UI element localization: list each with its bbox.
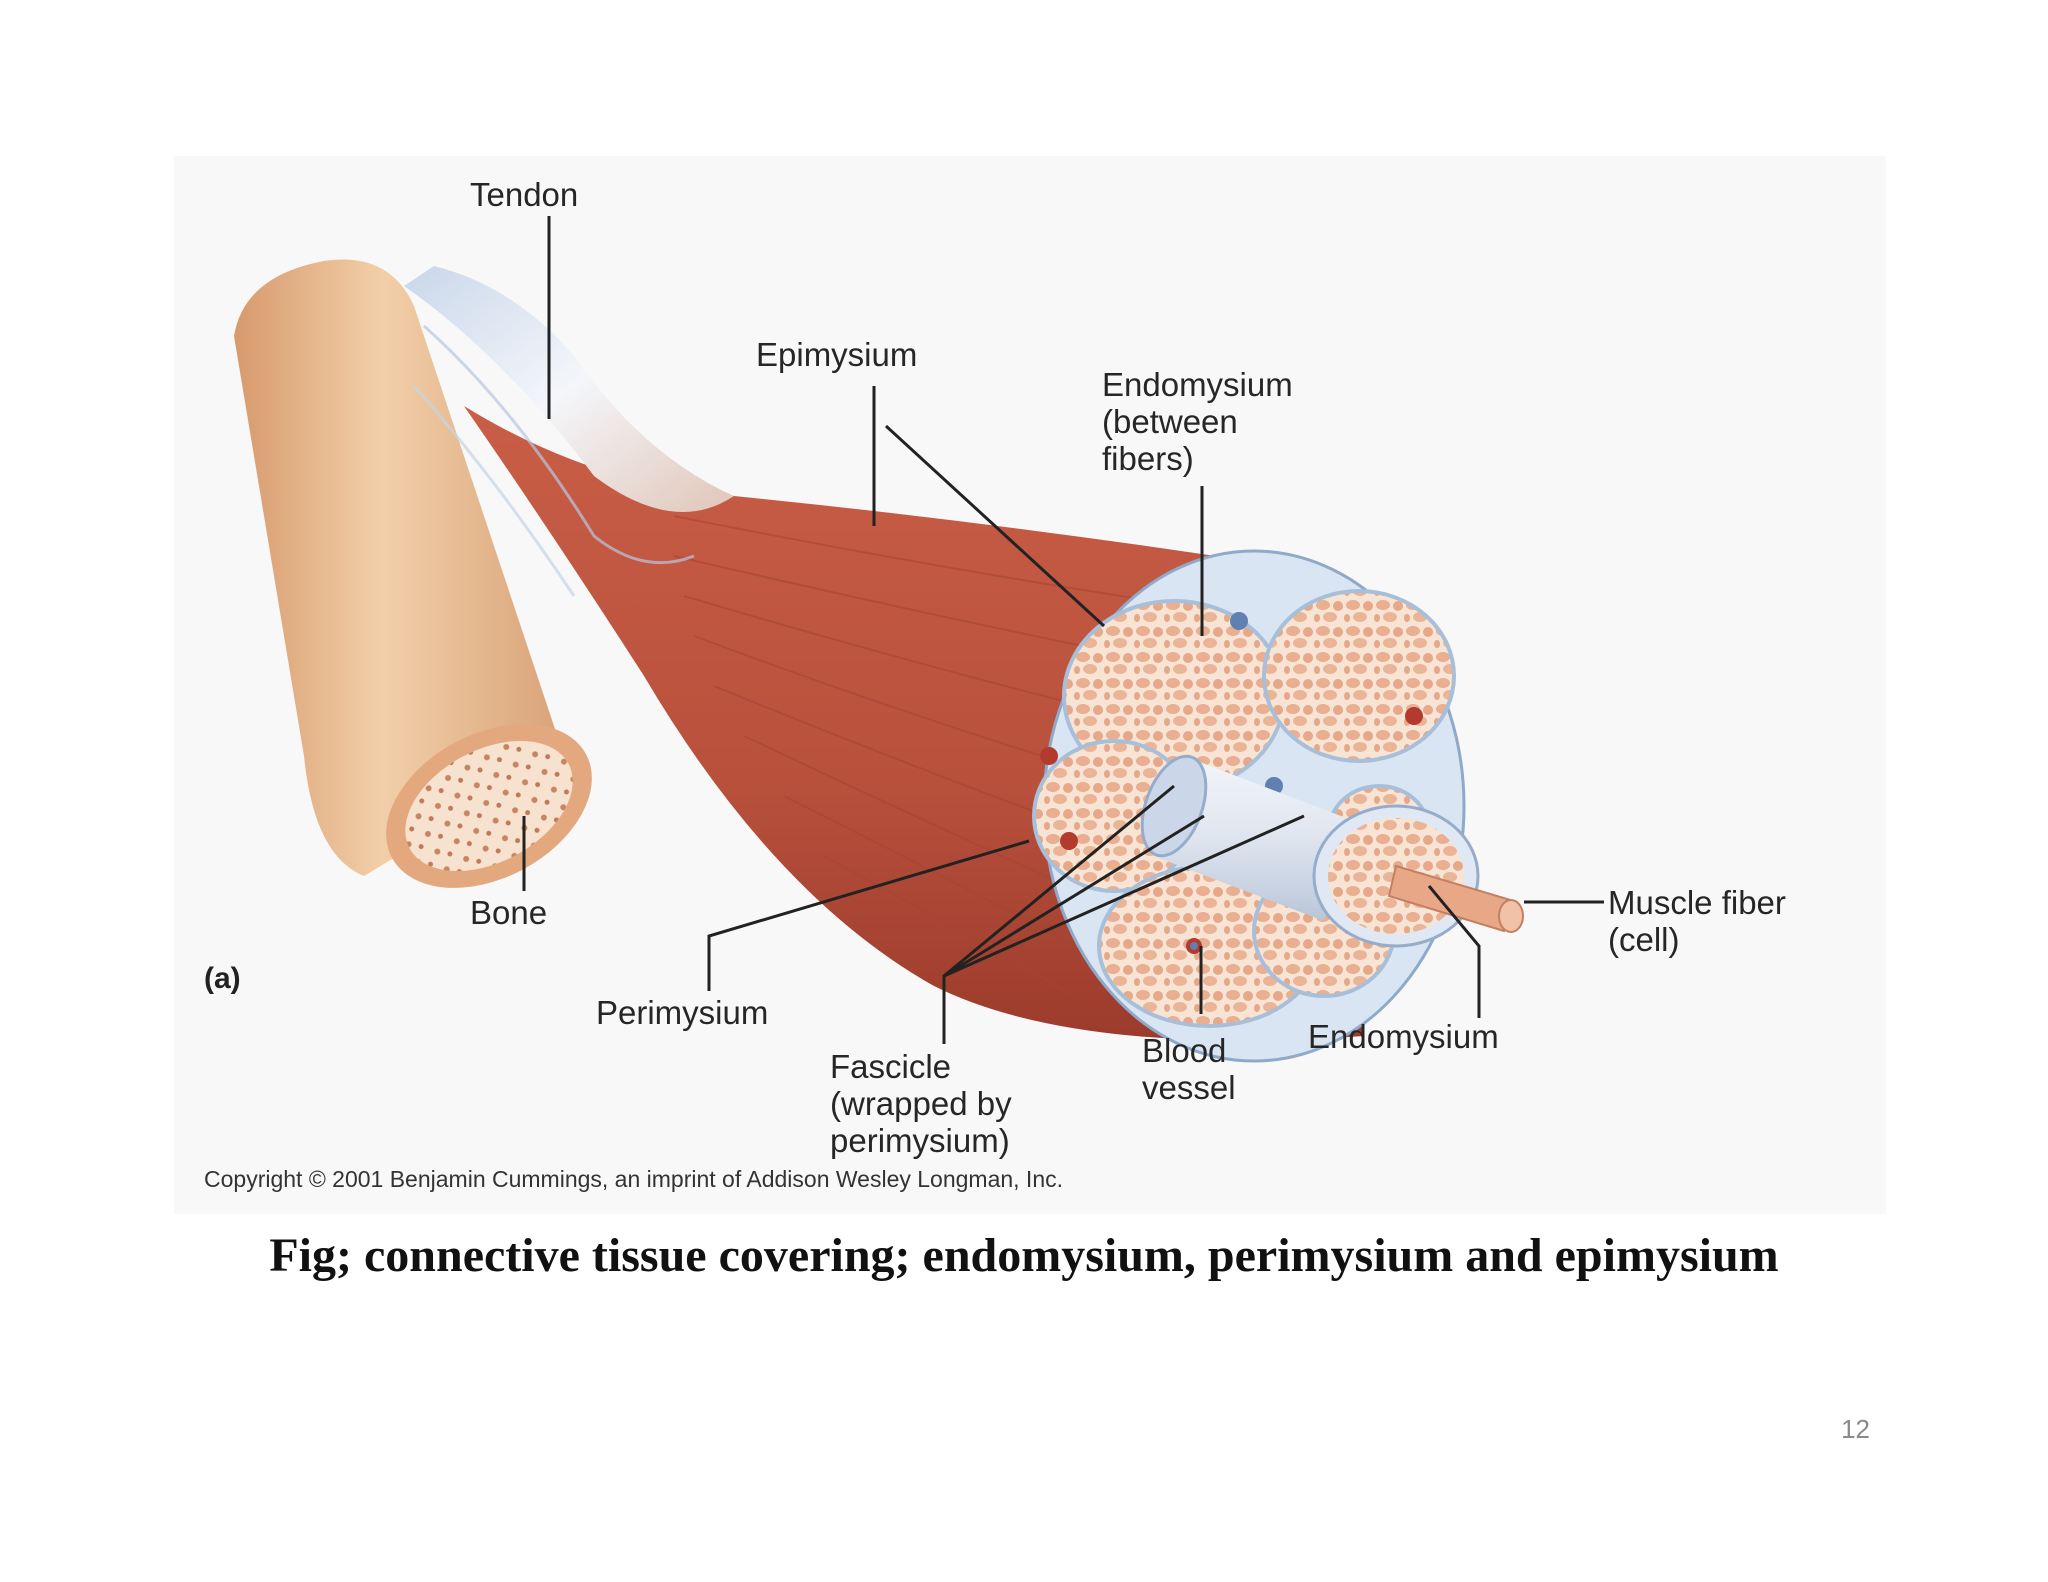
label-endomysium-between-fibers: Endomysium (between fibers) (1102, 366, 1293, 477)
label-epimysium: Epimysium (756, 336, 918, 373)
label-fascicle: Fascicle (wrapped by perimysium) (830, 1048, 1012, 1159)
tendon (404, 266, 734, 512)
label-line: vessel (1142, 1069, 1236, 1106)
muscle-fiber-cell (1387, 864, 1516, 933)
label-perimysium: Perimysium (596, 994, 769, 1031)
panel-label: (a) (204, 962, 241, 995)
label-line: (cell) (1608, 921, 1680, 958)
page-number: 12 (1841, 1414, 1870, 1444)
muscle-illustration (234, 216, 1604, 1063)
label-line: Muscle fiber (1608, 884, 1786, 921)
label-line: Endomysium (1102, 366, 1293, 403)
label-blood-vessel: Blood vessel (1142, 1032, 1236, 1106)
leader-lines (522, 216, 1604, 1044)
bone-cross-section (405, 740, 573, 872)
label-bone: Bone (470, 894, 548, 931)
figure-caption: Fig; connective tissue covering; endomys… (269, 1229, 1779, 1282)
muscle-structure-figure: Tendon Epimysium Endomysium (between fib… (174, 156, 1886, 1214)
label-endomysium: Endomysium (1308, 1018, 1499, 1055)
copyright-notice: Copyright © 2001 Benjamin Cummings, an i… (204, 1166, 1064, 1192)
label-line: (wrapped by (830, 1085, 1012, 1122)
label-line: Fascicle (830, 1048, 952, 1085)
label-muscle-fiber: Muscle fiber (cell) (1608, 884, 1786, 958)
bone-shaft (234, 259, 564, 876)
label-line: perimysium) (830, 1122, 1010, 1159)
label-tendon: Tendon (470, 176, 579, 213)
label-line: (between (1102, 403, 1238, 440)
label-line: Blood (1142, 1032, 1227, 1069)
label-line: fibers) (1102, 440, 1194, 477)
